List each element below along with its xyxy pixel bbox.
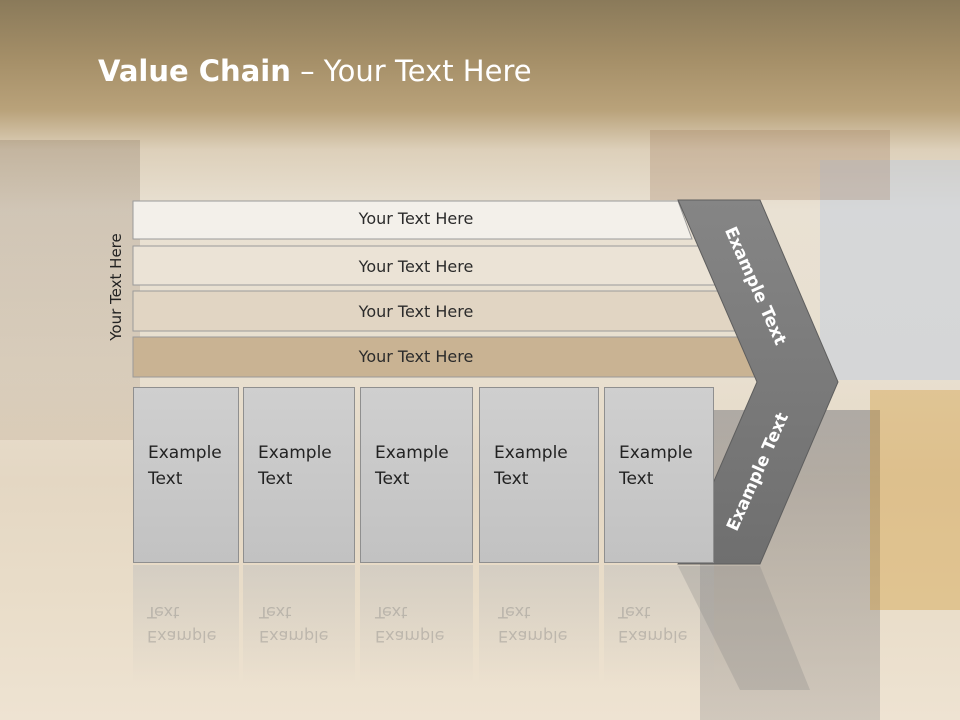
background-sky-shape: [820, 160, 960, 380]
bar-1: [132, 200, 693, 240]
box-reflection-5: [604, 565, 714, 685]
title-rest: – Your Text Here: [290, 54, 532, 88]
background-crane-shape: [650, 130, 890, 200]
bar-1-label: Your Text Here: [358, 209, 474, 228]
title-bold: Value Chain: [98, 54, 291, 88]
box-reflection-4: [479, 565, 599, 685]
chevron-shape: [677, 199, 839, 565]
page-title: Value Chain – Your Text Here: [98, 54, 532, 88]
box-reflection-2: [243, 565, 355, 685]
background-ship-shape: [0, 140, 140, 440]
box-reflection-3: [360, 565, 473, 685]
bar-2-label: Your Text Here: [358, 257, 474, 276]
bar-3-label: Your Text Here: [358, 302, 474, 321]
box-reflection-1: [133, 565, 239, 685]
bar-4-label: Your Text Here: [358, 347, 474, 366]
chevron-reflection: [678, 566, 810, 690]
background-vehicle-shape: [870, 390, 960, 610]
